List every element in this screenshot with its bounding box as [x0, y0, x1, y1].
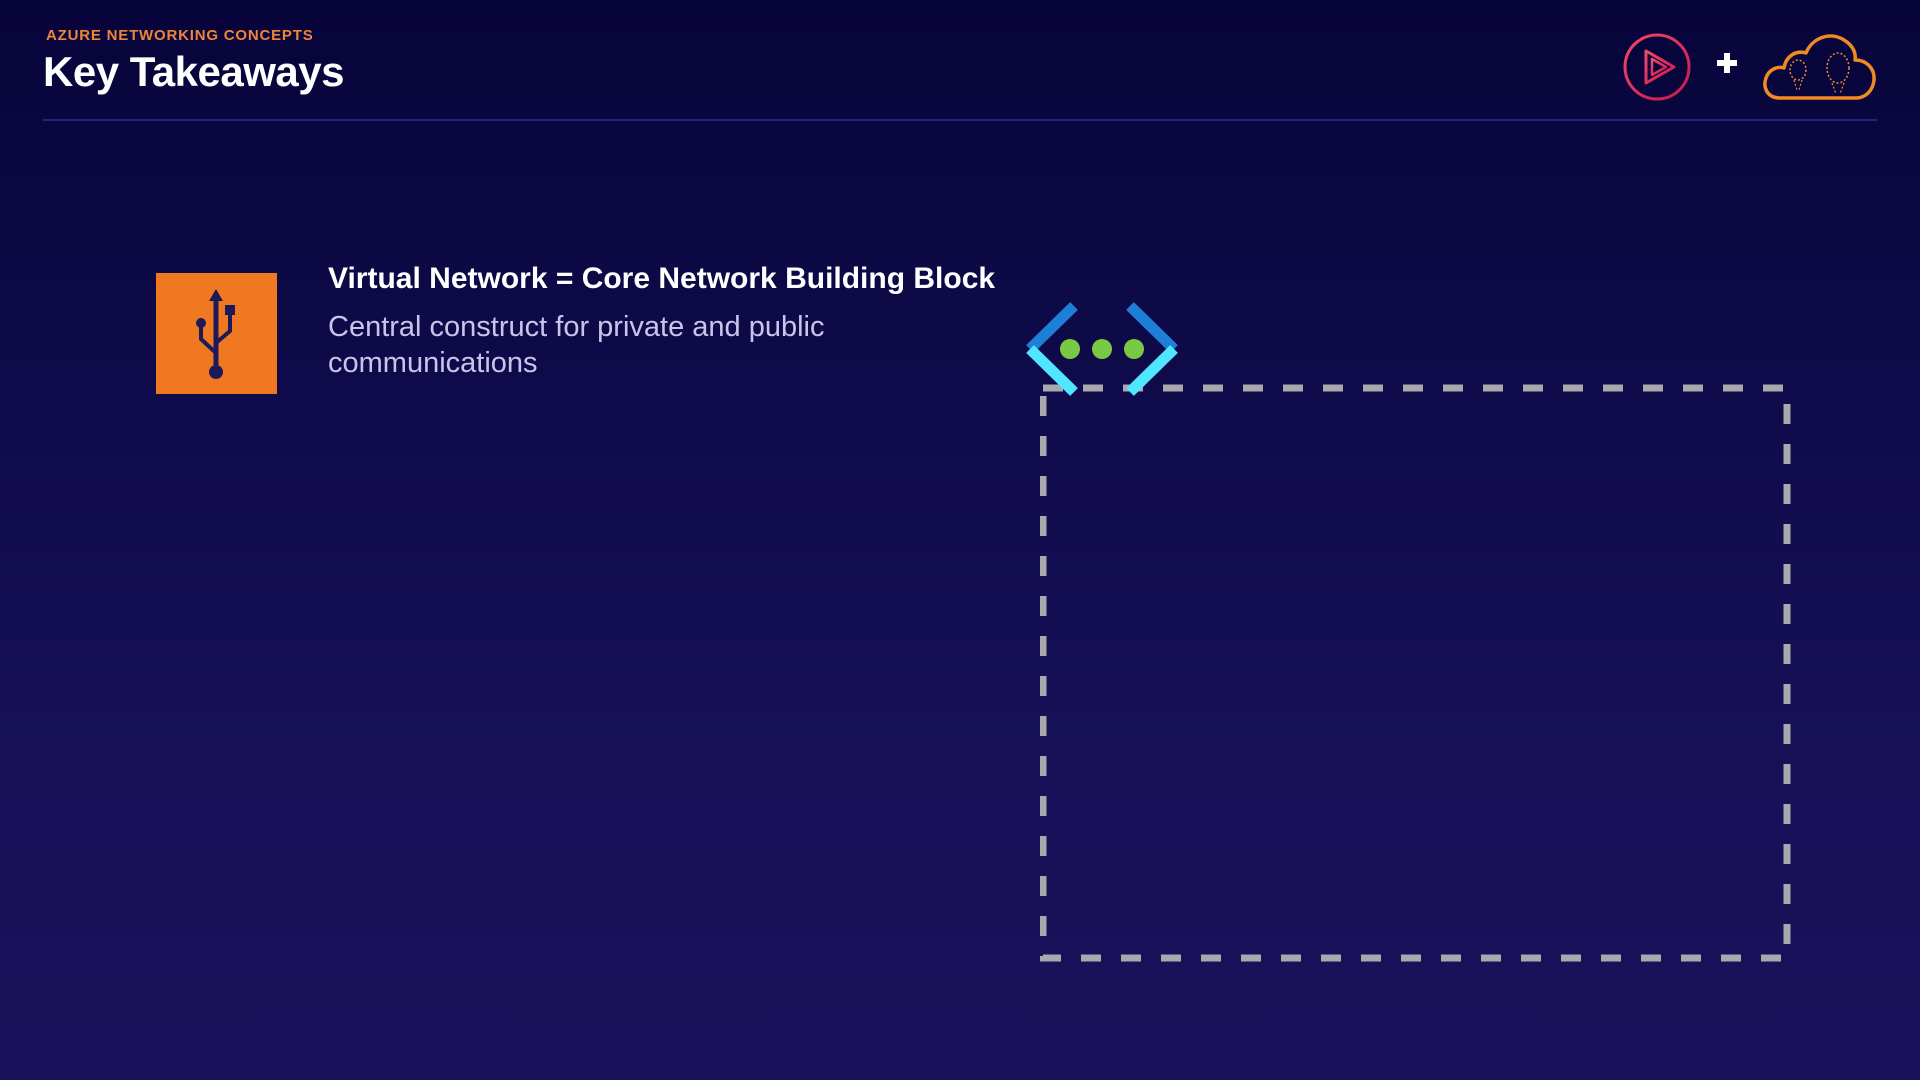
- takeaway-description: Central construct for private and public…: [328, 311, 825, 379]
- section-kicker: AZURE NETWORKING CONCEPTS: [46, 27, 314, 44]
- play-circle-icon: [1622, 32, 1692, 102]
- virtual-network-icon: [1020, 300, 1184, 396]
- virtual-network-boundary: [1039, 383, 1792, 963]
- takeaway-title: Virtual Network = Core Network Building …: [328, 262, 996, 295]
- cloud-hot-air-balloon-icon: [1760, 28, 1878, 102]
- page-title: Key Takeaways: [43, 48, 344, 95]
- usb-icon: [156, 273, 277, 394]
- plus-icon: [1714, 50, 1740, 76]
- header-divider: [43, 119, 1877, 121]
